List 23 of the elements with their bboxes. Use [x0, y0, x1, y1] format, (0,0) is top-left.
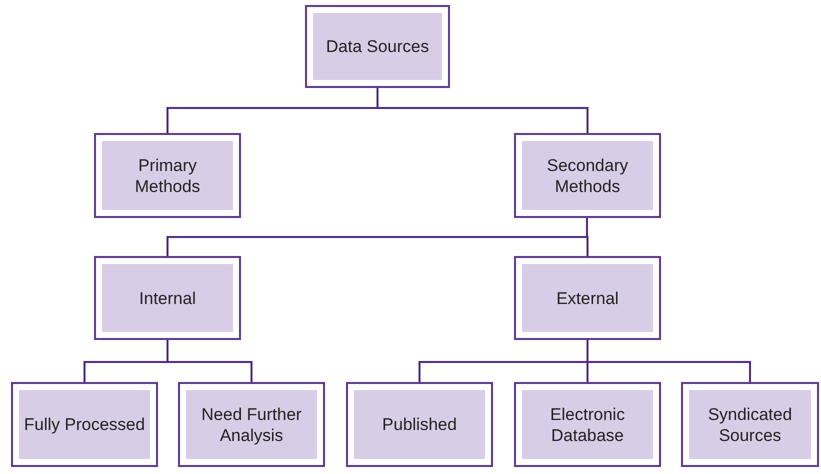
node-box [305, 5, 450, 88]
node-label: Electronic Database [522, 390, 653, 459]
node-label: Data Sources [313, 13, 442, 80]
node-box [11, 382, 158, 467]
node-box [346, 382, 493, 467]
node-label: Internal [102, 264, 233, 332]
node-box [178, 382, 325, 467]
node-label: Syndicated Sources [689, 390, 811, 459]
node-label: Need Further Analysis [186, 390, 317, 459]
node-box [514, 256, 661, 340]
node-label: Published [354, 390, 485, 459]
node-box [514, 133, 661, 218]
node-box [681, 382, 819, 467]
connector-line [166, 340, 252, 382]
node-box [94, 133, 241, 218]
node-label: Secondary Methods [522, 141, 653, 210]
connector-line [376, 88, 588, 133]
connector-line [586, 340, 751, 382]
node-box [514, 382, 661, 467]
node-label: Fully Processed [19, 390, 150, 459]
node-label: External [522, 264, 653, 332]
node-box [94, 256, 241, 340]
node-label: Primary Methods [102, 141, 233, 210]
